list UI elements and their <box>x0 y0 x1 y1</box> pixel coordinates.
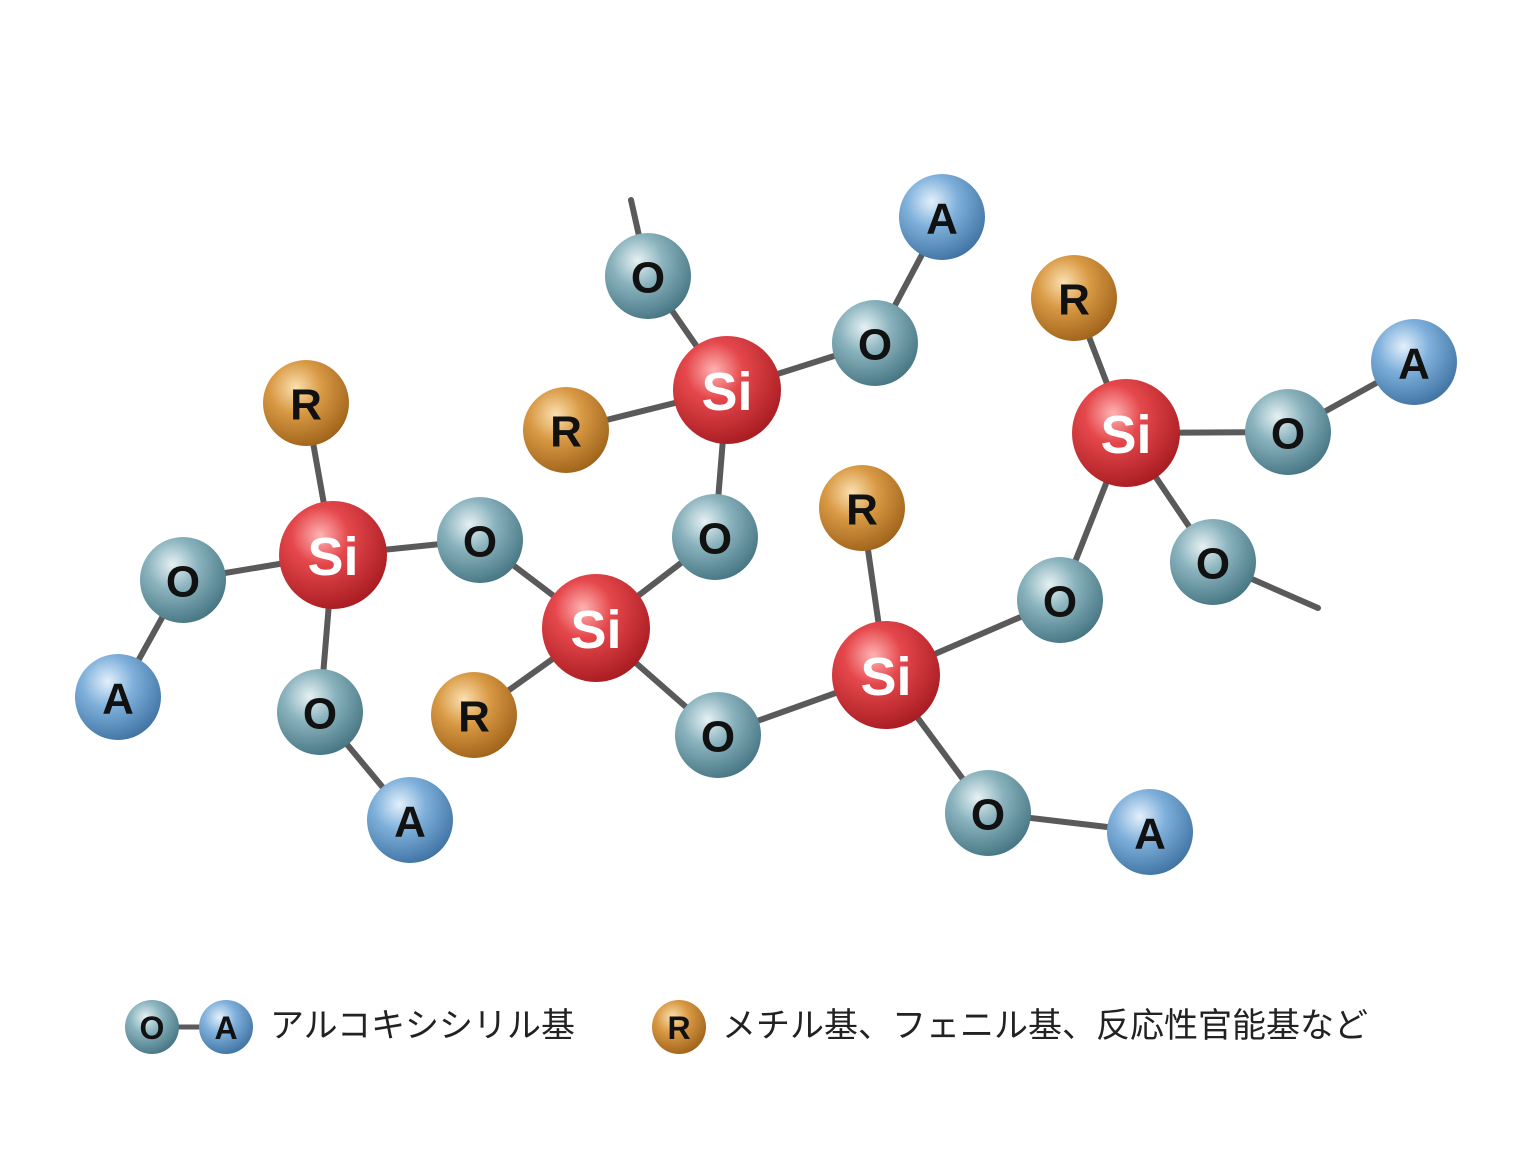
alkyl-atom-label: A <box>394 798 426 847</box>
oxygen-atom: O <box>672 494 758 580</box>
legend-r-atom-icon <box>652 1000 706 1054</box>
oxygen-atom: O <box>1170 519 1256 605</box>
silicon-atom-label: Si <box>701 362 752 422</box>
organic-group-atom-sphere <box>1031 255 1117 341</box>
organic-group-atom-label: R <box>290 381 322 430</box>
oxygen-atom: O <box>1245 389 1331 475</box>
alkyl-atom: A <box>367 777 453 863</box>
oxygen-atom-sphere <box>437 497 523 583</box>
legend-a-atom-icon <box>199 1000 253 1054</box>
alkyl-atom: A <box>899 174 985 260</box>
oxygen-atom-label: O <box>166 558 200 607</box>
silicon-atom-sphere <box>542 574 650 682</box>
organic-group-atom: R <box>431 672 517 758</box>
organic-group-atom: R <box>523 387 609 473</box>
organic-group-atom: R <box>1031 255 1117 341</box>
silicon-atom-label: Si <box>570 600 621 660</box>
oxygen-atom-sphere <box>1170 519 1256 605</box>
oxygen-atom-label: O <box>858 321 892 370</box>
alkyl-atom-label: A <box>102 675 134 724</box>
organic-group-atom: R <box>819 465 905 551</box>
oxygen-atom-label: O <box>698 515 732 564</box>
silicon-atom-label: Si <box>860 647 911 707</box>
organic-group-atom-sphere <box>431 672 517 758</box>
silicon-atom-sphere <box>279 501 387 609</box>
organic-group-atom: R <box>263 360 349 446</box>
oxygen-atom-sphere <box>672 494 758 580</box>
silicon-atom: Si <box>832 621 940 729</box>
legend-o-atom-label: O <box>140 1010 165 1046</box>
organic-group-atom-label: R <box>846 486 878 535</box>
silicon-atom: Si <box>279 501 387 609</box>
alkyl-atom-sphere <box>367 777 453 863</box>
silicon-atom: Si <box>542 574 650 682</box>
oxygen-atom-label: O <box>971 791 1005 840</box>
alkyl-atom-label: A <box>926 195 958 244</box>
legend-organic-group-label: メチル基、フェニル基、反応性官能基など <box>722 1006 1368 1046</box>
silicon-atom-sphere <box>1072 379 1180 487</box>
legend-r-atom-label: R <box>667 1010 690 1046</box>
alkyl-atom: A <box>1371 319 1457 405</box>
oxygen-atom-label: O <box>631 254 665 303</box>
oxygen-atom-label: O <box>1196 540 1230 589</box>
oxygen-atom-sphere <box>832 300 918 386</box>
alkyl-atom-sphere <box>1371 319 1457 405</box>
alkyl-atom: A <box>1107 789 1193 875</box>
alkyl-atom-sphere <box>1107 789 1193 875</box>
silicon-atom-label: Si <box>1100 405 1151 465</box>
legend-alkoxysilyl-label: アルコキシシリル基 <box>270 1006 575 1046</box>
oxygen-atom-label: O <box>701 713 735 762</box>
oxygen-atom-sphere <box>1017 557 1103 643</box>
alkyl-atom: A <box>75 654 161 740</box>
legend-a-atom-label: A <box>214 1010 237 1046</box>
oxygen-atom: O <box>945 770 1031 856</box>
silicon-atom-sphere <box>673 336 781 444</box>
oxygen-atom-label: O <box>303 690 337 739</box>
silicon-atom: Si <box>673 336 781 444</box>
oxygen-atom: O <box>277 669 363 755</box>
organic-group-atom-sphere <box>819 465 905 551</box>
legend-o-atom-icon <box>125 1000 179 1054</box>
silicon-atom: Si <box>1072 379 1180 487</box>
organic-group-atom-label: R <box>458 693 490 742</box>
oxygen-atom-label: O <box>1043 578 1077 627</box>
oxygen-atom-label: O <box>1271 410 1305 459</box>
oxygen-atom: O <box>675 692 761 778</box>
organic-group-atom-sphere <box>263 360 349 446</box>
oxygen-atom: O <box>437 497 523 583</box>
organic-group-atom-label: R <box>550 408 582 457</box>
oxygen-atom-sphere <box>945 770 1031 856</box>
silicon-atom-sphere <box>832 621 940 729</box>
alkyl-atom-label: A <box>1134 810 1166 859</box>
oxygen-atom-sphere <box>605 233 691 319</box>
oxygen-atom: O <box>605 233 691 319</box>
organic-group-atom-label: R <box>1058 276 1090 325</box>
oxygen-atom-sphere <box>1245 389 1331 475</box>
oxygen-atom: O <box>140 537 226 623</box>
alkyl-atom-label: A <box>1398 340 1430 389</box>
oxygen-atom-sphere <box>140 537 226 623</box>
silicon-atom-label: Si <box>307 527 358 587</box>
oxygen-atom-label: O <box>463 518 497 567</box>
alkyl-atom-sphere <box>75 654 161 740</box>
legend: O A アルコキシシリル基 R メチル基、フェニル基、反応性官能基など <box>125 1000 1368 1054</box>
organic-group-atom-sphere <box>523 387 609 473</box>
alkyl-atom-sphere <box>899 174 985 260</box>
oxygen-atom-sphere <box>675 692 761 778</box>
oxygen-atom-sphere <box>277 669 363 755</box>
oxygen-atom: O <box>1017 557 1103 643</box>
oxygen-atom: O <box>832 300 918 386</box>
